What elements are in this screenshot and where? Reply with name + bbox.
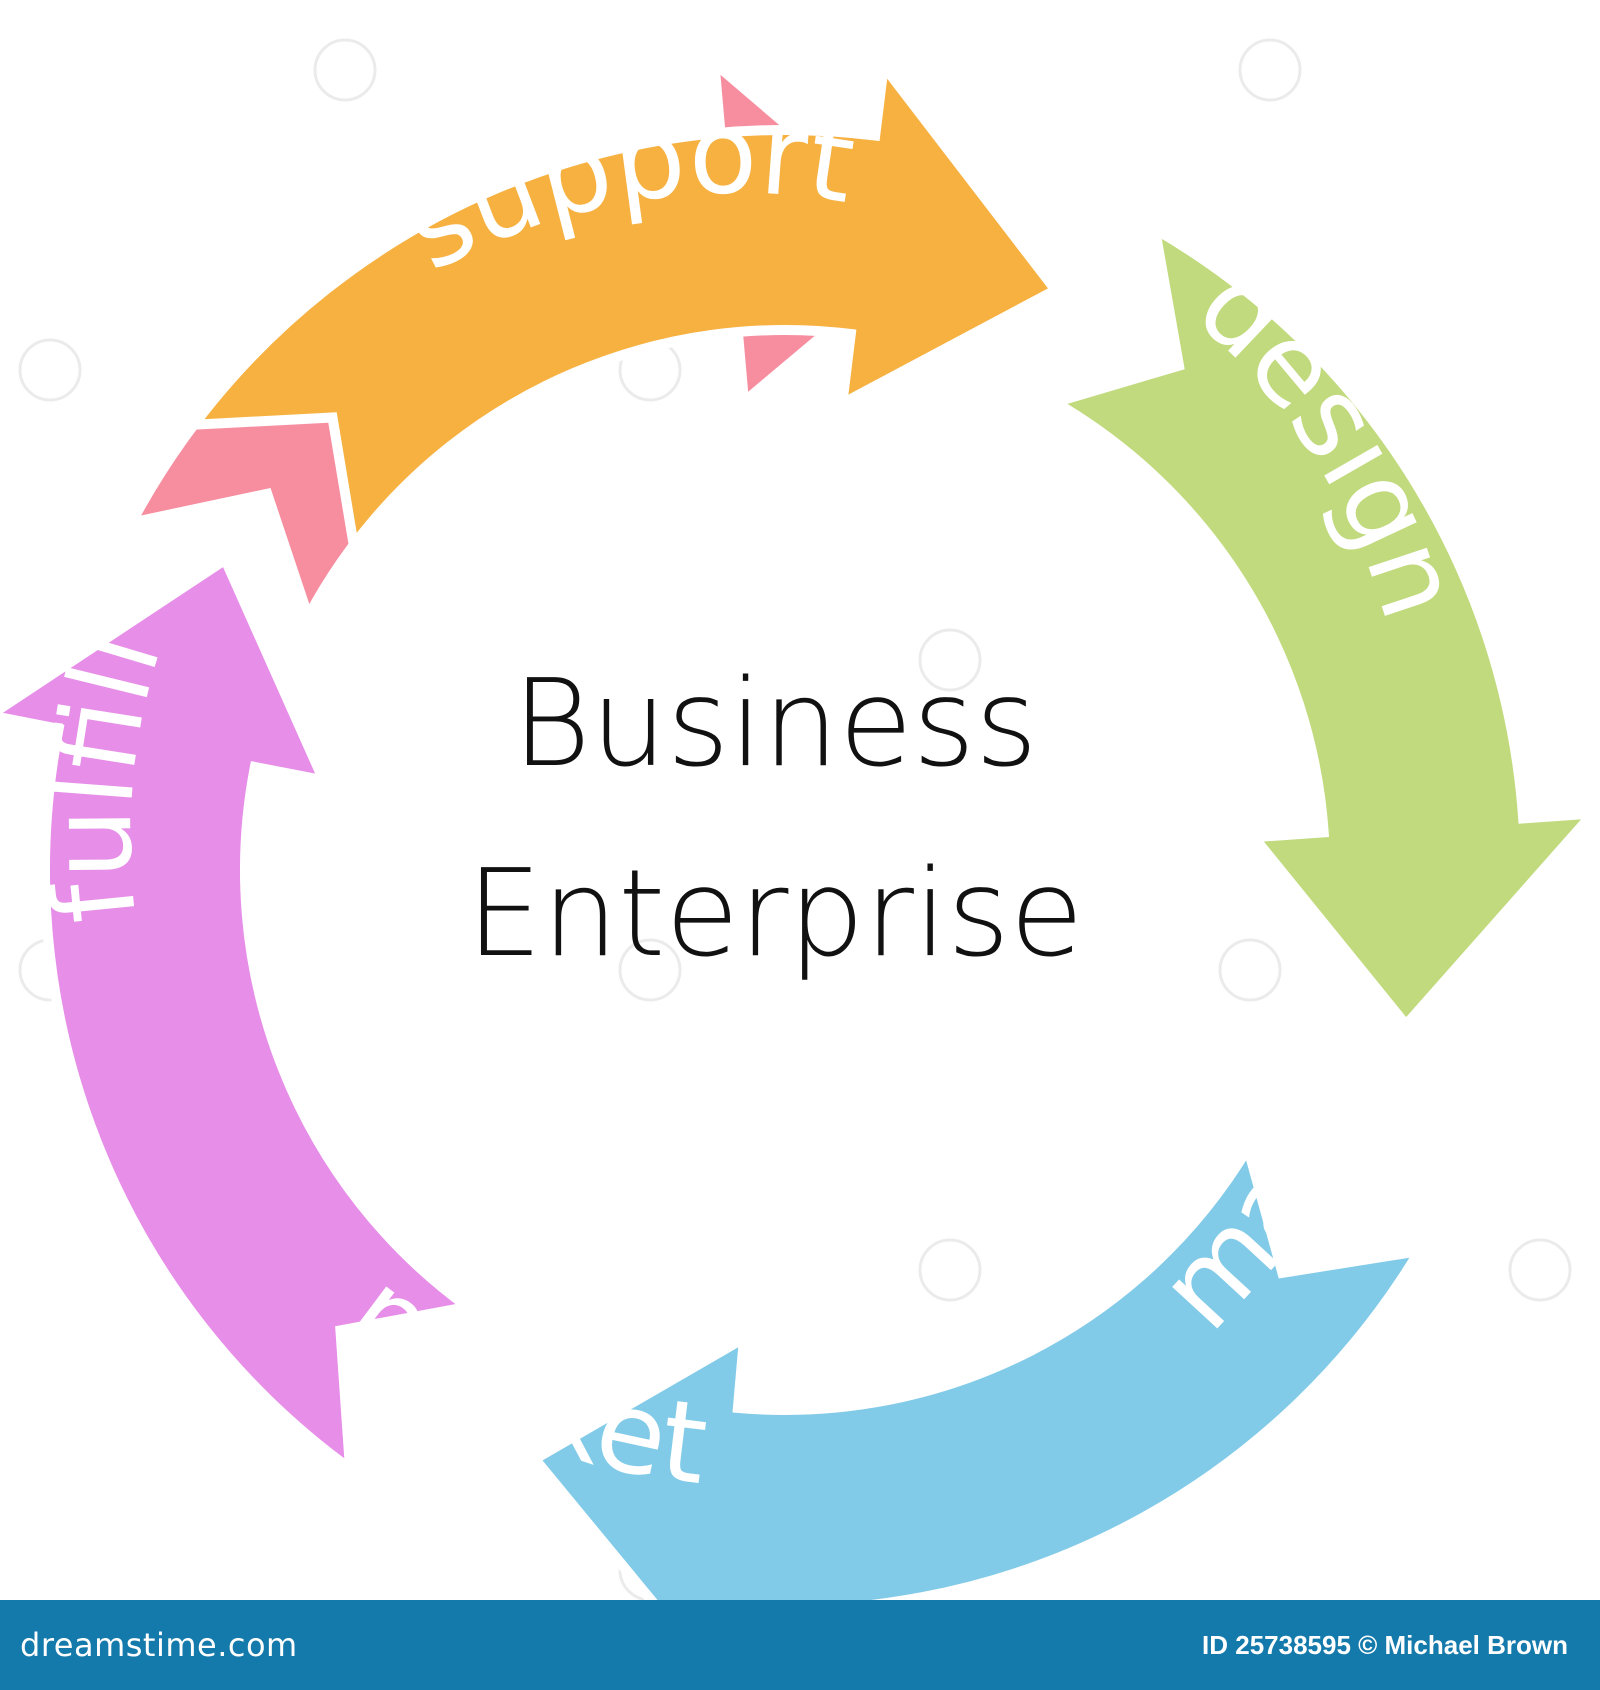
center-title-line-1: Business bbox=[512, 655, 1037, 794]
business-cycle-diagram: support design make market fulfill Busin… bbox=[0, 38, 1600, 1600]
center-title-line-2: Enterprise bbox=[466, 845, 1083, 984]
arrow-segment-market bbox=[0, 552, 480, 1480]
footer-credit: ID 25738595 © Michael Brown bbox=[1202, 1629, 1568, 1660]
arrow-segment-make bbox=[527, 1135, 1430, 1600]
footer-bar: dreamstime.com ID 25738595 © Michael Bro… bbox=[0, 1600, 1600, 1690]
cycle-segments bbox=[0, 51, 1600, 1600]
footer-site: dreamstime.com bbox=[20, 1626, 298, 1664]
arrow-segment-fulfill bbox=[183, 53, 1064, 558]
arrow-segment-design bbox=[1042, 219, 1600, 1033]
stage-label-market: market bbox=[325, 1247, 714, 1510]
